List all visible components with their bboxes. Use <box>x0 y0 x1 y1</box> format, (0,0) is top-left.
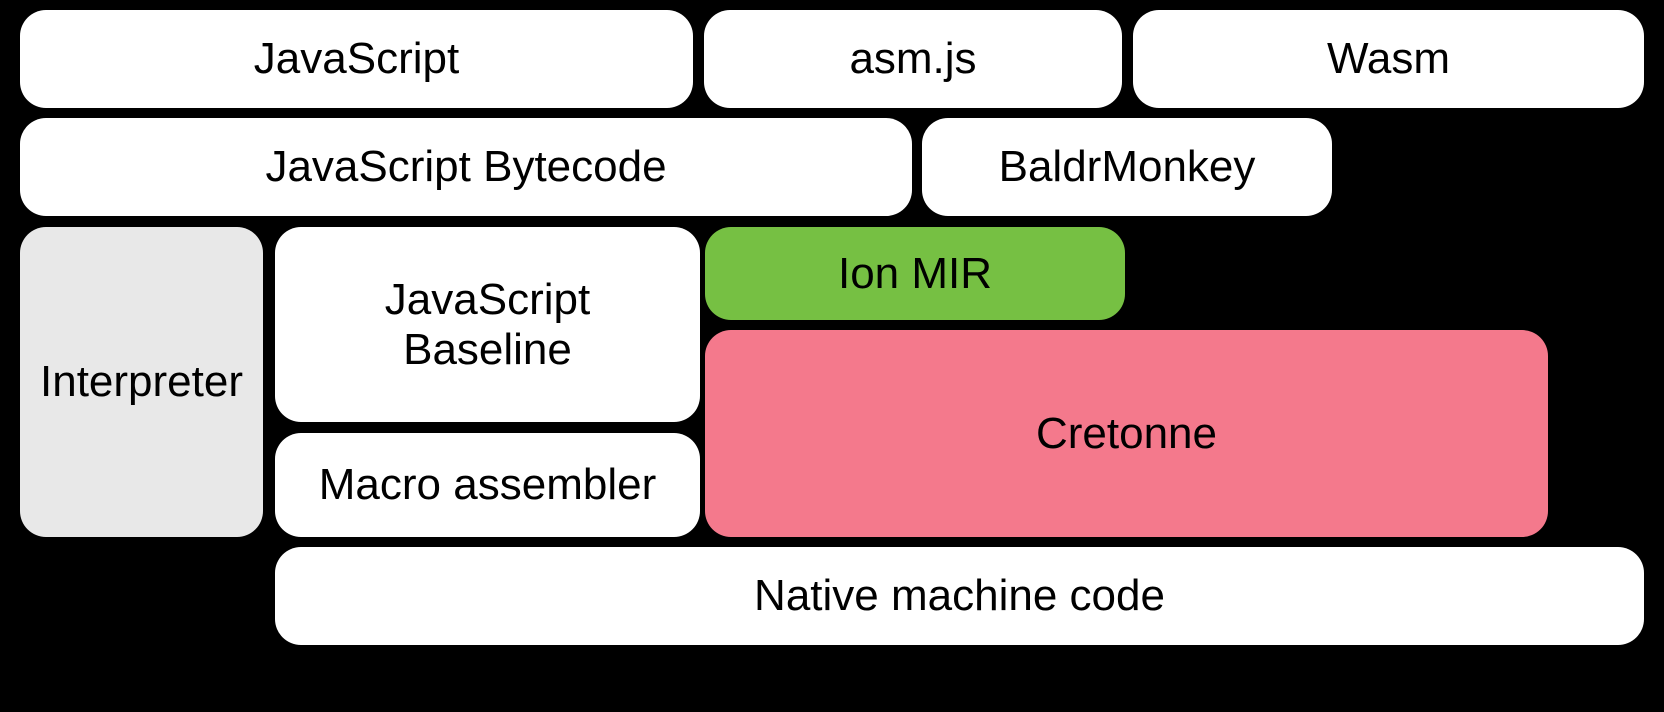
node-javascript-bytecode-label: JavaScript Bytecode <box>265 142 667 192</box>
node-asmjs[interactable]: asm.js <box>704 10 1122 108</box>
node-interpreter[interactable]: Interpreter <box>20 227 263 537</box>
node-wasm-label: Wasm <box>1326 34 1451 84</box>
node-macro-assembler-label: Macro assembler <box>318 460 657 510</box>
node-interpreter-label: Interpreter <box>40 357 243 407</box>
node-asmjs-label: asm.js <box>849 34 977 84</box>
node-cretonne-label: Cretonne <box>1035 408 1217 458</box>
node-native-machine-code[interactable]: Native machine code <box>275 547 1644 645</box>
node-native-machine-code-label: Native machine code <box>754 571 1165 621</box>
node-macro-assembler[interactable]: Macro assembler <box>275 433 700 537</box>
node-ion-mir[interactable]: Ion MIR <box>705 227 1125 320</box>
node-ion-mir-label: Ion MIR <box>837 248 993 298</box>
node-javascript-bytecode[interactable]: JavaScript Bytecode <box>20 118 912 216</box>
node-javascript-label: JavaScript <box>253 34 460 84</box>
node-javascript-baseline-label: JavaScript Baseline <box>384 275 591 374</box>
node-baldrmonkey[interactable]: BaldrMonkey <box>922 118 1332 216</box>
node-wasm[interactable]: Wasm <box>1133 10 1644 108</box>
node-javascript-baseline[interactable]: JavaScript Baseline <box>275 227 700 422</box>
node-baldrmonkey-label: BaldrMonkey <box>998 142 1256 192</box>
node-javascript[interactable]: JavaScript <box>20 10 693 108</box>
node-cretonne[interactable]: Cretonne <box>705 330 1548 537</box>
